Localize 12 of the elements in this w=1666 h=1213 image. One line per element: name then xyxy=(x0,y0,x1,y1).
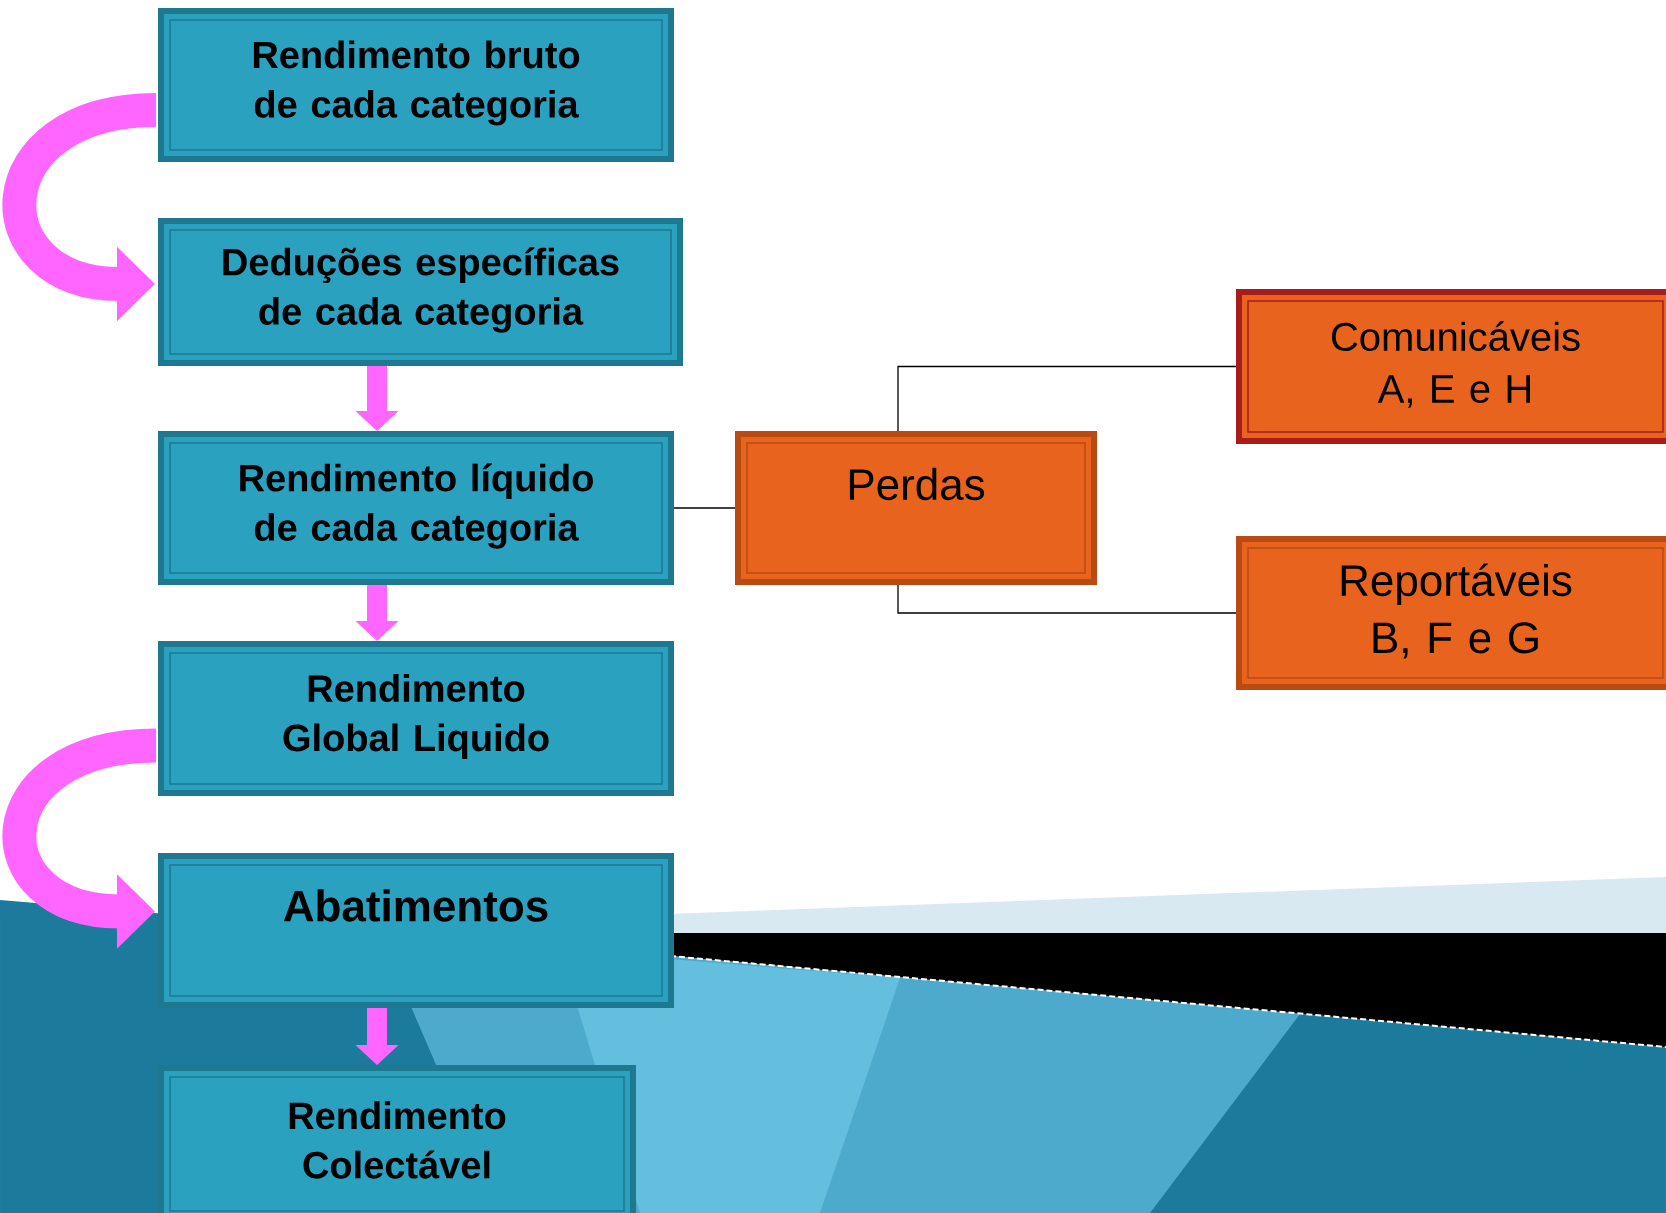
process-box: Rendimento bruto de cada categoria xyxy=(158,8,674,162)
process-box: Comunicáveis A, E e H xyxy=(1236,289,1666,444)
process-box: Reportáveis B, F e G xyxy=(1236,536,1666,690)
process-box: Rendimento Global Liquido xyxy=(158,641,674,796)
process-box: Rendimento Colectável xyxy=(158,1065,636,1213)
connector-line xyxy=(673,507,736,509)
connector-line xyxy=(897,584,1237,614)
process-box: Perdas xyxy=(735,431,1097,585)
process-box: Deduções específicas de cada categoria xyxy=(158,218,683,366)
connector-line xyxy=(897,365,1237,432)
process-box: Abatimentos xyxy=(158,853,674,1008)
process-box: Rendimento líquido de cada categoria xyxy=(158,431,674,585)
